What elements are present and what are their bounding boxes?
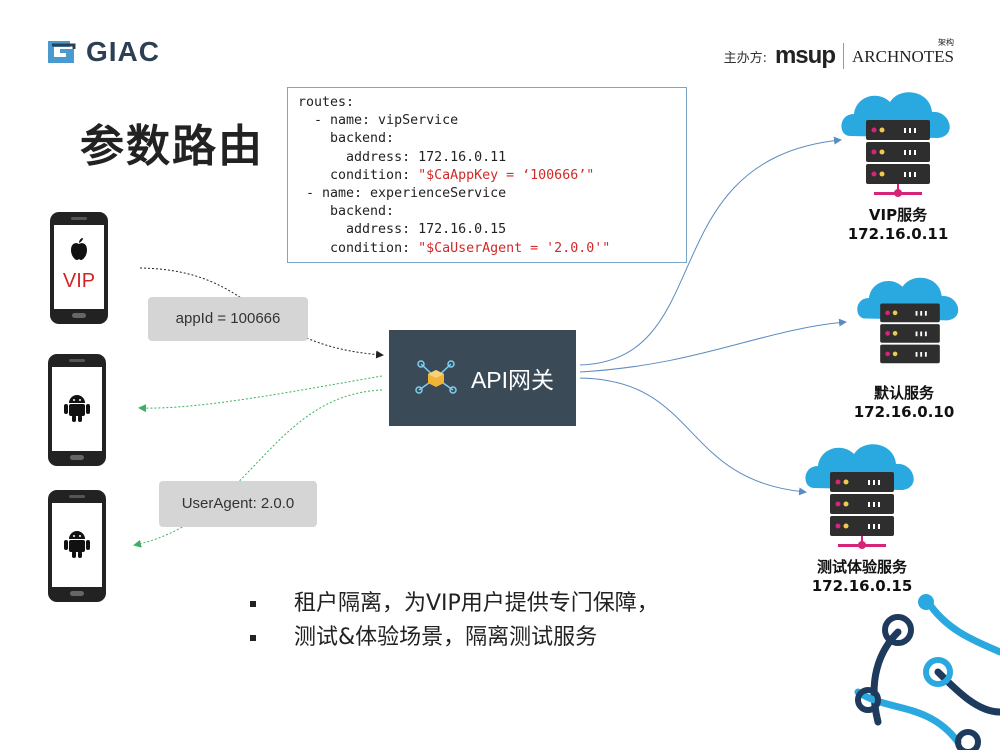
config-line: address: 172.16.0.11 [298, 149, 676, 167]
cloud-server-icon [805, 444, 914, 549]
organizer-label: 主办方: [723, 50, 767, 66]
config-line-text: - name: experienceService [298, 186, 507, 202]
organizer-msup: msup [774, 42, 836, 69]
config-line: routes: [298, 94, 676, 112]
logo-text: GIAC [86, 36, 160, 67]
phone-home-button [70, 591, 84, 596]
arrow-default-request [138, 375, 383, 413]
cloud-server-icon [841, 92, 950, 197]
config-condition-value: "$CaAppKey = ‘100666’" [418, 167, 595, 183]
bullet-item: 测试&体验场景，隔离测试服务 [250, 621, 659, 655]
organizer-archnotes: ARCHNOTES 架构 [851, 38, 954, 66]
route-config-box: routes: - name: vipService backend: addr… [287, 87, 687, 263]
android-icon [64, 531, 90, 558]
giac-logo-icon [48, 41, 76, 63]
config-line-text: condition: [298, 167, 419, 183]
arrow-to-vip-service [579, 136, 842, 366]
phone-speaker [71, 217, 87, 220]
page-title: 参数路由 [80, 121, 264, 172]
config-line: backend: [298, 130, 676, 148]
config-line: condition: "$CaAppKey = ‘100666’" [298, 167, 676, 185]
organizer: 主办方: msup ARCHNOTES 架构 [723, 38, 954, 70]
apple-icon [71, 238, 87, 260]
phone-home-button [70, 455, 84, 460]
server-name: 测试体验服务 [816, 558, 907, 576]
config-line: address: 172.16.0.15 [298, 221, 676, 239]
server-test-label: 测试体验服务 172.16.0.15 [792, 558, 932, 596]
config-line: - name: vipService [298, 112, 676, 130]
api-gateway: API网关 [389, 330, 576, 426]
phone-android-default [48, 354, 106, 466]
arrow-to-test-service [579, 377, 807, 496]
phone-screen [52, 503, 102, 587]
server-name: VIP服务 [868, 206, 928, 224]
gateway-cube-icon [415, 360, 457, 394]
config-line-text: address: 172.16.0.11 [298, 149, 507, 165]
decorative-network-graphic [854, 594, 1000, 750]
gateway-label: API网关 [470, 367, 555, 393]
tag-useragent: UserAgent: 2.0.0 [159, 481, 317, 527]
phone-home-button [72, 313, 86, 318]
arrow-test-request [133, 389, 383, 548]
config-line: condition: "$CaUserAgent = '2.0.0'" [298, 240, 676, 258]
config-line-text: routes: [298, 95, 355, 110]
bullet-text: 测试&体验场景，隔离测试服务 [294, 625, 598, 650]
config-condition-value: "$CaUserAgent = '2.0.0'" [418, 240, 611, 256]
phone-android-test [48, 490, 106, 602]
archnotes-text: ARCHNOTES [851, 46, 954, 66]
config-line: backend: [298, 203, 676, 221]
server-name: 默认服务 [873, 384, 934, 402]
phone-screen [52, 367, 102, 451]
config-line-text: address: 172.16.0.15 [298, 222, 507, 238]
organizer-divider [842, 43, 844, 69]
bullet-list: 租户隔离，为VIP用户提供专门保障， 测试&体验场景，隔离测试服务 [250, 587, 659, 655]
phone-speaker [69, 495, 85, 498]
tag-appid: appId = 100666 [148, 297, 308, 341]
android-icon [64, 395, 90, 422]
server-vip-label: VIP服务 172.16.0.11 [838, 206, 958, 244]
phone-ios-vip: VIP [50, 212, 108, 324]
vip-label: VIP [62, 270, 96, 292]
server-ip: 172.16.0.11 [847, 225, 949, 243]
phone-speaker [69, 359, 85, 362]
server-test: 测试体验服务 172.16.0.15 [802, 436, 932, 596]
server-vip: VIP服务 172.16.0.11 [838, 84, 958, 244]
giac-logo: GIAC [44, 36, 160, 68]
bullet-text: 租户隔离，为VIP用户提供专门保障， [294, 591, 659, 616]
config-line: - name: experienceService [298, 185, 676, 203]
server-ip: 172.16.0.15 [811, 577, 913, 595]
server-ip: 172.16.0.10 [853, 403, 955, 421]
arrow-to-default-service [579, 318, 847, 373]
config-line-text: - name: vipService [298, 113, 459, 129]
bullet-item: 租户隔离，为VIP用户提供专门保障， [250, 587, 659, 621]
bullet-marker [250, 635, 256, 641]
config-line-text: backend: [298, 204, 395, 220]
cloud-server-icon [857, 277, 959, 364]
server-default-label: 默认服务 172.16.0.10 [844, 384, 964, 422]
phone-screen: VIP [54, 225, 104, 309]
server-default: 默认服务 172.16.0.10 [850, 270, 970, 422]
bullet-marker [250, 601, 256, 607]
archnotes-cn: 架构 [938, 37, 954, 47]
config-line-text: condition: [298, 240, 419, 256]
config-line-text: backend: [298, 131, 395, 147]
